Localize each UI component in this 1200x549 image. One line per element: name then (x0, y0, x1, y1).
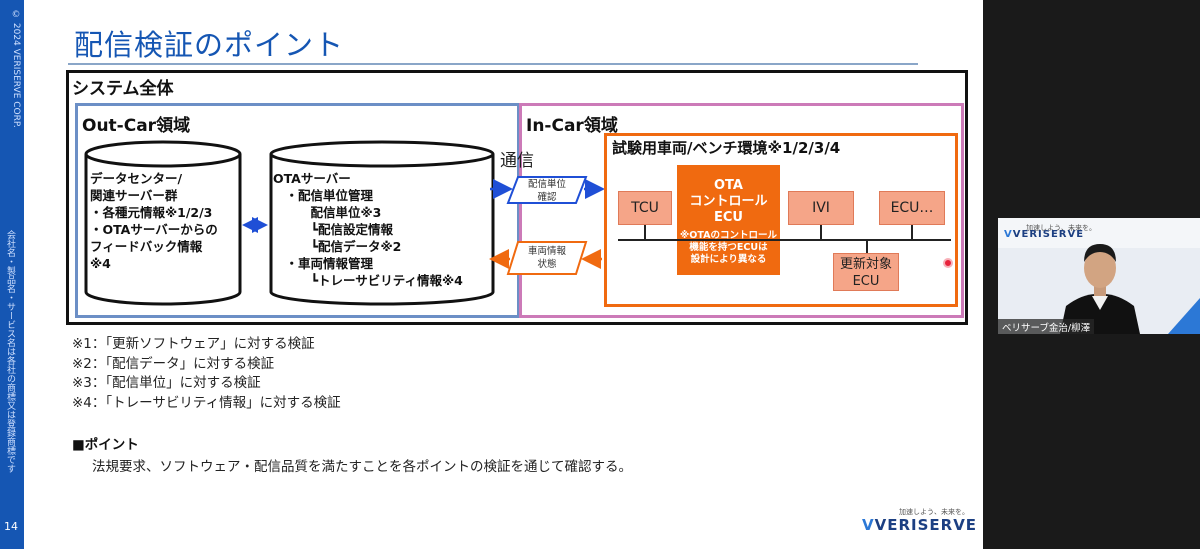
delivery-unit-parallelogram (506, 176, 588, 204)
vehicle-info-parallelogram (506, 241, 588, 275)
can-bus-line (618, 239, 951, 241)
outcar-region (75, 103, 520, 318)
presenter-name-label: ベリサーブ金治/柳澤 (998, 319, 1095, 334)
incar-region (519, 103, 964, 318)
test-environment-label: 試験用車両/ベンチ環境※1/2/3/4 (612, 139, 841, 157)
incar-label: In-Car領域 (526, 116, 618, 136)
note-2: ※2：「配信データ」に対する検証 (72, 355, 275, 372)
slide-side-bar (0, 0, 24, 549)
update-ecu-bus-drop (866, 241, 868, 253)
video-veriserve-logo: VVERISERVE (1004, 229, 1085, 240)
update-target-ecu-box: 更新対象 ECU (833, 253, 899, 291)
communication-label: 通信 (500, 151, 534, 171)
ivi-bus-drop (820, 225, 822, 239)
tcu-box: TCU (618, 191, 672, 225)
ecu-etc-box: ECU… (879, 191, 945, 225)
page-number: 14 (4, 520, 18, 533)
presenter-video: 加速しよう、未来を。 VVERISERVE (998, 218, 1200, 334)
outcar-label: Out-Car領域 (82, 116, 191, 136)
verification-notes: ※1：「更新ソフトウェア」に対する検証 ※2：「配信データ」に対する検証 ※3：… (72, 335, 341, 413)
trademark-note: 会社名・製品名・サービス名は各社の商標又は登録商標です (5, 230, 15, 473)
ota-ecu-main-label: OTA コントロール ECU (689, 178, 768, 225)
ecu-bus-drop (911, 225, 913, 239)
video-logo-mark-icon: V (1004, 229, 1013, 240)
system-frame (66, 70, 968, 325)
diagram-arrows (242, 179, 605, 269)
ota-ecu-sub-label: ※OTAのコントロール 機能を持つECUは 設計により異なる (680, 230, 777, 265)
pointer-cursor-dot (943, 258, 953, 268)
vehicle-info-label: 車両情報 状態 (527, 246, 566, 270)
datacenter-cylinder (84, 140, 242, 306)
veriserve-logo-mark-icon: V (862, 516, 875, 534)
ivi-box: IVI (788, 191, 854, 225)
slide-tagline: 加速しよう、未来を。 (899, 508, 969, 516)
ota-server-cylinder (269, 140, 495, 306)
copyright: © 2024 VERISERVE CORP. (11, 10, 21, 128)
datacenter-text: データセンター/ 関連サーバー群 ・各種元情報※1/2/3 ・OTAサーバーから… (90, 171, 218, 271)
tcu-bus-drop (644, 225, 646, 239)
veriserve-logo: VVERISERVE (862, 516, 978, 534)
test-environment-frame (604, 133, 958, 307)
note-4: ※4：「トレーサビリティ情報」に対する検証 (72, 394, 341, 411)
delivery-unit-label: 配信単位 確認 (527, 179, 566, 203)
title-underline (68, 63, 918, 65)
point-body: 法規要求、ソフトウェア・配信品質を満たすことを各ポイントの検証を通じて確認する。 (92, 459, 632, 475)
video-tagline: 加速しよう、未来を。 (1026, 224, 1096, 232)
note-3: ※3：「配信単位」に対する検証 (72, 375, 261, 391)
presentation-slide: © 2024 VERISERVE CORP. 会社名・製品名・サービス名は各社の… (0, 0, 983, 549)
note-1: ※1：「更新ソフトウェア」に対する検証 (72, 336, 315, 352)
slide-title: 配信検証のポイント (74, 28, 345, 62)
presenter-video-backdrop (998, 218, 1200, 334)
ota-server-text: OTAサーバー ・配信単位管理 配信単位※3 ┗配信設定情報 ┗配信データ※2 … (273, 171, 463, 288)
system-label: システム全体 (72, 79, 174, 99)
ota-control-ecu-box: OTA コントロール ECU ※OTAのコントロール 機能を持つECUは 設計に… (677, 165, 780, 275)
point-heading: ■ポイント (72, 437, 139, 453)
